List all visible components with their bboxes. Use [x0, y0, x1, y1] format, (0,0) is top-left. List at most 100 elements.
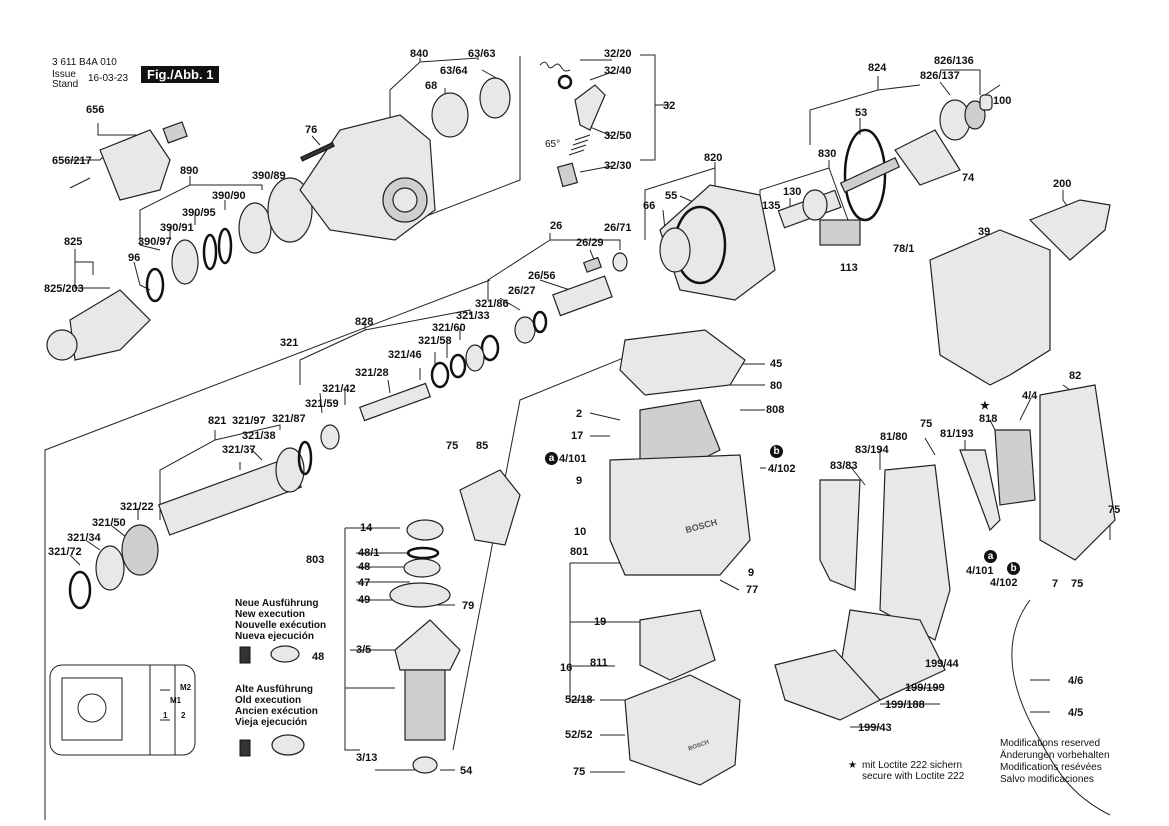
label-80: 80 — [770, 380, 783, 392]
label-803: 803 — [306, 554, 325, 566]
label-818: 818 — [979, 413, 998, 425]
leader-lines — [44, 54, 1111, 820]
label-321-46: 321/46 — [388, 349, 422, 361]
label-19: 19 — [594, 616, 607, 628]
label-321: 321 — [280, 337, 299, 349]
label-10: 10 — [574, 526, 587, 538]
label-130: 130 — [783, 186, 802, 198]
label-4-101-b: 4/101 — [966, 565, 994, 577]
badge-b-left: b — [770, 445, 783, 458]
label-811: 811 — [590, 657, 608, 669]
label-3-13: 3/13 — [356, 752, 378, 764]
label-81-193: 81/193 — [940, 428, 974, 440]
new-execution-de: Neue Ausführung — [235, 598, 319, 609]
label-63-64: 63/64 — [440, 65, 468, 77]
label-65-deg: 65° — [545, 139, 561, 150]
label-77: 77 — [746, 584, 759, 596]
label-83-194: 83/194 — [855, 444, 889, 456]
label-199-44: 199/44 — [925, 658, 959, 670]
bracket-85 — [459, 469, 521, 546]
label-32-50: 32/50 — [604, 130, 632, 142]
label-39: 39 — [978, 226, 991, 238]
handle-parts — [774, 384, 1116, 816]
label-75-e: 75 — [1071, 578, 1084, 590]
label-45: 45 — [770, 358, 783, 370]
label-26-71: 26/71 — [604, 222, 632, 234]
modifications-fr: Modifications resévées — [1000, 762, 1102, 773]
label-star: ★ — [980, 400, 990, 412]
label-66: 66 — [643, 200, 656, 212]
label-321-34: 321/34 — [67, 532, 101, 544]
label-321-72: 321/72 — [48, 546, 82, 558]
label-83-83: 83/83 — [830, 460, 858, 472]
label-49: 49 — [358, 594, 371, 606]
label-75-d: 75 — [1108, 504, 1121, 516]
cover-39 — [929, 199, 1111, 386]
label-825: 825 — [64, 236, 83, 248]
shaft-830 — [777, 189, 861, 246]
label-17: 17 — [571, 430, 584, 442]
label-840: 840 — [410, 48, 429, 60]
label-199-43: 199/43 — [858, 722, 892, 734]
label-390-97: 390/97 — [138, 236, 172, 248]
tool-holder-821 — [68, 440, 313, 610]
label-828: 828 — [355, 316, 374, 328]
label-2: 2 — [576, 408, 583, 420]
chuck-656 — [69, 121, 188, 201]
label-54: 54 — [460, 765, 473, 777]
badge-b-right: b — [1007, 562, 1020, 575]
stand-label: Stand — [52, 79, 79, 90]
label-55: 55 — [665, 190, 678, 202]
label-75-c: 75 — [920, 418, 933, 430]
bevel-gear-824 — [839, 94, 993, 222]
modifications-de: Änderungen vorbehalten — [1000, 750, 1110, 761]
label-4-5: 4/5 — [1068, 707, 1084, 719]
label-16: 16 — [560, 662, 573, 674]
label-48-1: 48/1 — [358, 547, 380, 559]
piston-26 — [514, 252, 628, 344]
label-808: 808 — [766, 404, 785, 416]
label-76: 76 — [305, 124, 318, 136]
label-656: 656 — [86, 104, 105, 116]
label-135: 135 — [762, 200, 781, 212]
label-390-91: 390/91 — [160, 222, 194, 234]
modifications-en: Modifications reserved — [1000, 738, 1101, 749]
label-75-b: 75 — [573, 766, 586, 778]
label-321-87: 321/87 — [272, 413, 306, 425]
label-826-136: 826/136 — [934, 55, 974, 67]
label-321-58: 321/58 — [418, 335, 452, 347]
label-4-6: 4/6 — [1068, 675, 1084, 687]
label-4-102-a: 4/102 — [768, 463, 796, 475]
label-n2: 2 — [181, 711, 186, 720]
label-47: 47 — [358, 577, 371, 589]
label-199-199: 199/199 — [905, 682, 945, 694]
label-9-a: 9 — [576, 475, 583, 487]
label-390-89: 390/89 — [252, 170, 286, 182]
label-321-22: 321/22 — [120, 501, 154, 513]
label-26-56: 26/56 — [528, 270, 556, 282]
modifications-es: Salvo modificaciones — [1000, 774, 1094, 785]
doc-number: 3 611 B4A 010 — [52, 57, 117, 68]
issue-date: 16-03-23 — [88, 73, 129, 84]
label-890: 890 — [180, 165, 199, 177]
loctite-note-de: mit Loctite 222 sichern — [862, 760, 963, 771]
label-9-b: 9 — [748, 567, 755, 579]
label-4-101-a: 4/101 — [559, 453, 587, 465]
label-74: 74 — [962, 172, 975, 184]
old-execution-de: Alte Ausführung — [235, 684, 313, 695]
label-824: 824 — [868, 62, 887, 74]
label-321-50: 321/50 — [92, 517, 126, 529]
label-656-217: 656/217 — [52, 155, 92, 167]
loctite-note-en: secure with Loctite 222 — [862, 771, 965, 782]
label-390-95: 390/95 — [182, 207, 216, 219]
armature-3-5 — [389, 519, 461, 774]
label-53: 53 — [855, 107, 868, 119]
label-321-28: 321/28 — [355, 367, 389, 379]
label-3-5: 3/5 — [356, 644, 372, 656]
label-78-1: 78/1 — [893, 243, 915, 255]
chuck-825 — [46, 289, 151, 361]
label-821: 821 — [208, 415, 227, 427]
badge-a-right: a — [984, 550, 997, 563]
